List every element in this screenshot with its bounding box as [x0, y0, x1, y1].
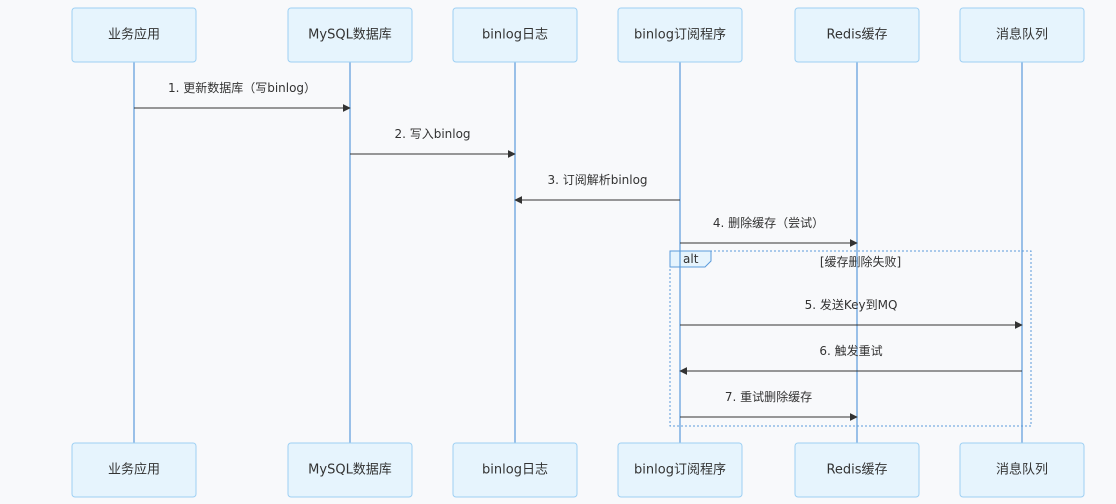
actor-label: MySQL数据库 — [308, 27, 392, 43]
actor-redis-top: Redis缓存 — [794, 7, 920, 63]
actor-label: binlog日志 — [482, 28, 548, 43]
actor-box — [617, 7, 743, 63]
message-label: 1. 更新数据库（写binlog） — [168, 80, 316, 95]
actor-label: binlog订阅程序 — [634, 463, 726, 478]
actor-app-top: 业务应用 — [71, 7, 197, 63]
actor-label: 消息队列 — [996, 462, 1048, 478]
actor-redis-bottom: Redis缓存 — [794, 442, 920, 498]
message-label: 7. 重试删除缓存 — [725, 389, 812, 404]
actor-mq-top: 消息队列 — [959, 7, 1085, 63]
alt-condition: [缓存删除失败] — [820, 254, 901, 269]
message-label: 6. 触发重试 — [819, 343, 882, 358]
message-4: 4. 删除缓存（尝试） — [680, 215, 858, 247]
actor-binlog-bottom: binlog日志 — [452, 442, 578, 498]
actor-box — [959, 442, 1085, 498]
message-label: 2. 写入binlog — [394, 127, 470, 141]
message-3: 3. 订阅解析binlog — [514, 173, 680, 204]
actor-label: Redis缓存 — [826, 463, 887, 478]
actor-box — [959, 7, 1085, 63]
actor-app-bottom: 业务应用 — [71, 442, 197, 498]
actor-label: MySQL数据库 — [308, 462, 392, 478]
actor-mysql-top: MySQL数据库 — [287, 7, 413, 63]
message-5: 5. 发送Key到MQ — [680, 297, 1023, 329]
alt-frame-border — [669, 250, 1032, 427]
actor-box — [287, 7, 413, 63]
actor-box — [794, 442, 920, 498]
actor-label: Redis缓存 — [826, 28, 887, 43]
actor-box — [617, 442, 743, 498]
message-label: 5. 发送Key到MQ — [805, 297, 898, 312]
actor-box — [794, 7, 920, 63]
message-label: 4. 删除缓存（尝试） — [713, 215, 824, 230]
message-7: 7. 重试删除缓存 — [680, 389, 858, 421]
actor-label: binlog订阅程序 — [634, 28, 726, 43]
actor-box — [452, 442, 578, 498]
actor-label: 业务应用 — [108, 462, 160, 478]
actor-mysql-bottom: MySQL数据库 — [287, 442, 413, 498]
actor-sub-top: binlog订阅程序 — [617, 7, 743, 63]
actor-label: 业务应用 — [108, 27, 160, 43]
actor-box — [71, 7, 197, 63]
actor-box — [287, 442, 413, 498]
message-1: 1. 更新数据库（写binlog） — [134, 80, 351, 112]
actor-binlog-top: binlog日志 — [452, 7, 578, 63]
alt-keyword: alt — [683, 252, 699, 266]
actor-label: 消息队列 — [996, 27, 1048, 43]
actor-label: binlog日志 — [482, 463, 548, 478]
actor-box — [71, 442, 197, 498]
message-label: 3. 订阅解析binlog — [547, 173, 647, 187]
actor-box — [452, 7, 578, 63]
actor-sub-bottom: binlog订阅程序 — [617, 442, 743, 498]
message-6: 6. 触发重试 — [679, 343, 1022, 375]
message-2: 2. 写入binlog — [350, 127, 516, 158]
actor-mq-bottom: 消息队列 — [959, 442, 1085, 498]
